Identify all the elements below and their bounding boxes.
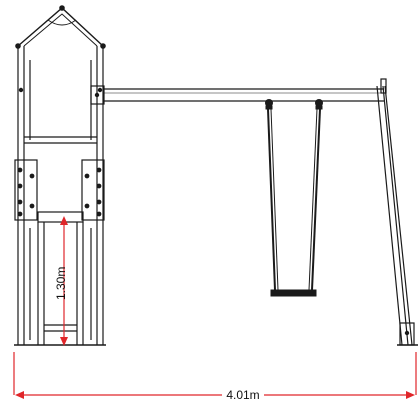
height-dimension-label: 1.30m	[54, 267, 68, 300]
swing-hanger-right	[315, 99, 323, 110]
tower-roof	[15, 5, 106, 49]
width-dimension	[13, 352, 417, 399]
height-dimension	[60, 216, 68, 346]
tower-side-panel-left	[14, 159, 38, 221]
swing-beam	[90, 85, 384, 105]
swing-seat-assembly	[265, 99, 323, 297]
swing-chain-left	[267, 108, 279, 291]
swing-seat	[270, 289, 317, 297]
tower-left-post	[17, 46, 31, 345]
swing-leg	[376, 78, 418, 346]
swing-hanger-left	[265, 99, 273, 110]
tower-ladder	[29, 211, 92, 345]
tower-deck	[24, 136, 97, 144]
tower-side-panel-right	[81, 159, 105, 221]
width-dimension-label: 4.01m	[226, 388, 259, 402]
swing-chain-right	[308, 108, 321, 291]
